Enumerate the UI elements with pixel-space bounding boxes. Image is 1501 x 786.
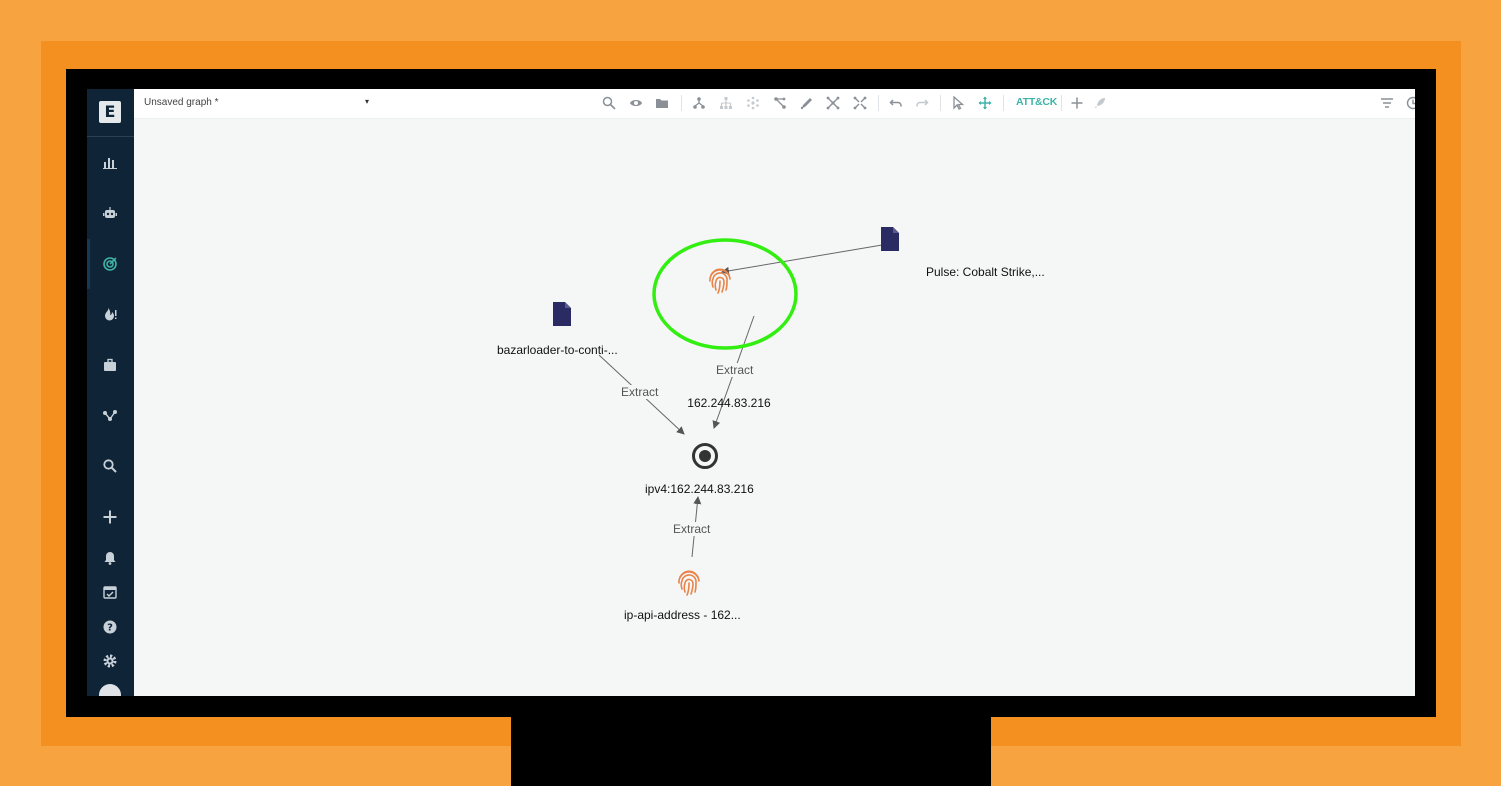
monitor-stand: [511, 717, 991, 786]
graph-select-chevron-down-icon[interactable]: ▾: [365, 97, 370, 106]
shrink-icon[interactable]: [851, 94, 869, 112]
fingerprint-icon[interactable]: [676, 567, 702, 602]
toolbar-divider: [940, 95, 941, 111]
toolbar-divider: [1003, 95, 1004, 111]
top-toolbar: Unsaved graph * ▾: [134, 89, 1415, 119]
redo-icon[interactable]: [913, 94, 931, 112]
pointer-icon[interactable]: [949, 94, 967, 112]
tree-layout-icon[interactable]: [690, 94, 708, 112]
attck-button[interactable]: ATT&CK: [1016, 96, 1058, 108]
plus-icon[interactable]: [1068, 94, 1086, 112]
node-label[interactable]: 162.244.83.216: [687, 396, 771, 410]
toolbar-divider: [681, 95, 682, 111]
indicator-target-icon[interactable]: [691, 442, 719, 475]
search-icon[interactable]: [600, 94, 618, 112]
filter-icon[interactable]: [1378, 94, 1396, 112]
fire-alert-icon[interactable]: [98, 302, 122, 326]
edge-label-extract: Extract: [715, 363, 755, 377]
expand-icon[interactable]: [824, 94, 842, 112]
briefcase-icon[interactable]: [98, 353, 122, 377]
report-document-icon[interactable]: [551, 301, 573, 332]
toolbar-divider: [878, 95, 879, 111]
graph-title[interactable]: Unsaved graph *: [144, 97, 219, 108]
graph-canvas[interactable]: Extract Extract Extract 162.244.83.216 P…: [134, 120, 1415, 696]
radar-target-icon[interactable]: [98, 252, 122, 276]
bar-chart-icon[interactable]: [98, 150, 122, 174]
graph-nodes-icon[interactable]: [98, 404, 122, 428]
folder-icon[interactable]: [653, 94, 671, 112]
calendar-check-icon[interactable]: [98, 580, 122, 604]
sidebar-divider: [87, 136, 134, 137]
edge-label-extract: Extract: [620, 385, 660, 399]
graph-edges: [598, 238, 889, 558]
select-relations-icon[interactable]: [771, 94, 789, 112]
node-label[interactable]: Pulse: Cobalt Strike,...: [926, 265, 1045, 279]
rocket-icon[interactable]: [1091, 94, 1109, 112]
edge-pulse-to-ip[interactable]: [721, 243, 889, 275]
bell-icon[interactable]: [98, 546, 122, 570]
sidebar: E ?: [87, 89, 134, 696]
report-document-icon[interactable]: [879, 226, 901, 257]
highlight-circle: [652, 238, 798, 350]
gear-icon[interactable]: [98, 649, 122, 673]
sidebar-active-indicator: [87, 239, 90, 289]
pen-icon[interactable]: [798, 94, 816, 112]
undo-icon[interactable]: [887, 94, 905, 112]
node-label[interactable]: bazarloader-to-conti-...: [497, 343, 618, 357]
search-icon[interactable]: [98, 454, 122, 478]
node-label[interactable]: ip-api-address - 162...: [624, 608, 741, 622]
plus-icon[interactable]: [98, 505, 122, 529]
node-label[interactable]: ipv4:162.244.83.216: [645, 482, 754, 496]
move-icon[interactable]: [976, 94, 994, 112]
snowflake-icon[interactable]: [744, 94, 762, 112]
svg-text:?: ?: [107, 623, 113, 634]
edge-label-extract: Extract: [672, 522, 712, 536]
eye-icon[interactable]: [627, 94, 645, 112]
help-icon[interactable]: ?: [98, 615, 122, 639]
app-logo[interactable]: E: [99, 101, 121, 123]
history-icon[interactable]: [1404, 94, 1415, 112]
hierarchy-icon[interactable]: [717, 94, 735, 112]
app-screen: E ?: [87, 89, 1415, 696]
fingerprint-icon[interactable]: [707, 265, 733, 300]
robot-icon[interactable]: [98, 201, 122, 225]
toolbar-divider: [1061, 95, 1062, 111]
user-avatar-icon[interactable]: [99, 684, 121, 696]
